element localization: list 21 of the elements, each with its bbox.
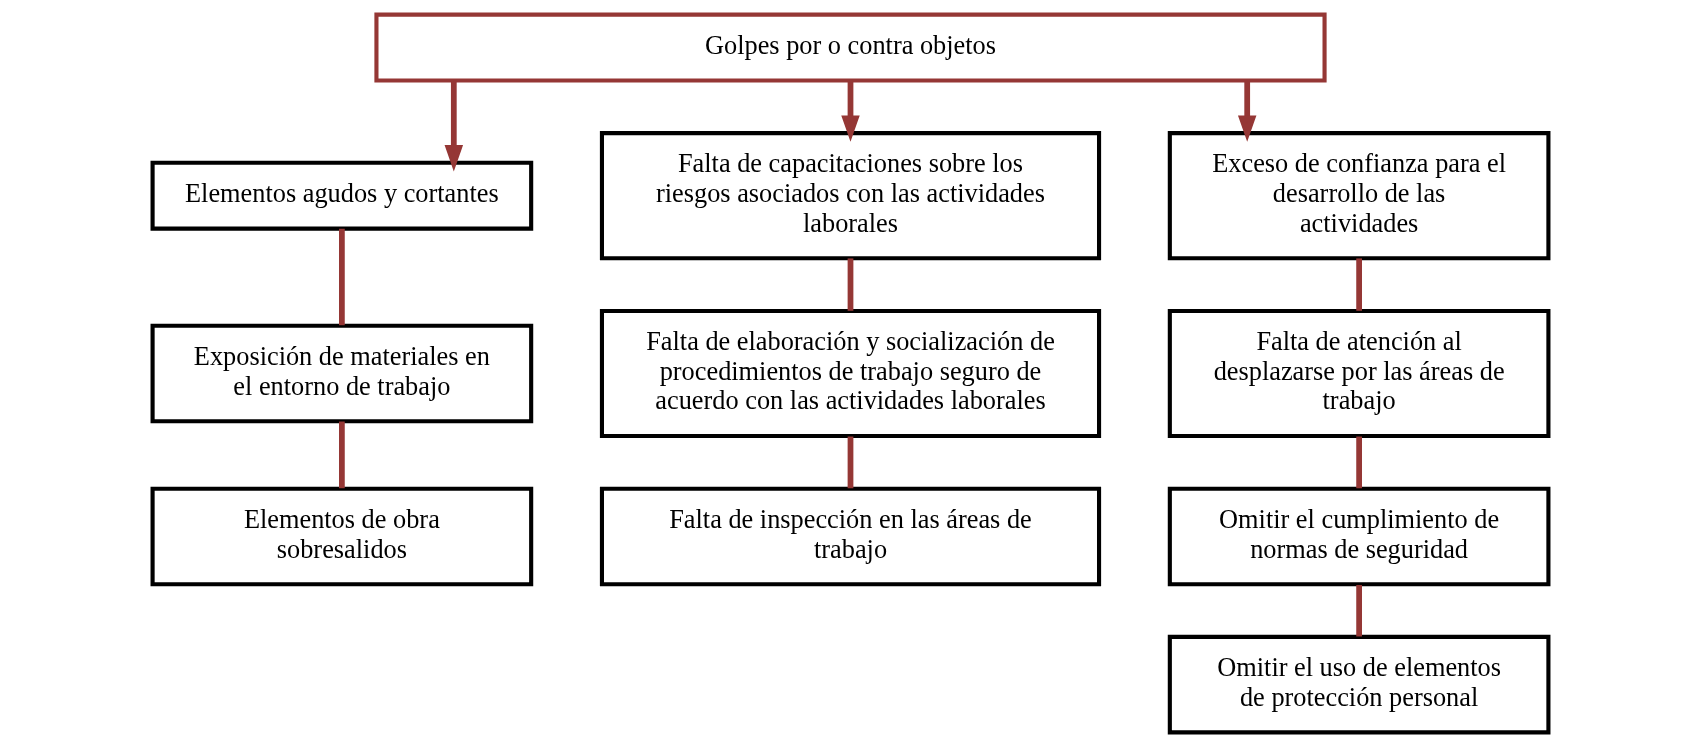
arrow — [1237, 81, 1256, 142]
node-box: Falta de inspección en las áreas de trabajo — [599, 486, 1101, 587]
arrow — [444, 81, 463, 172]
node-box: Omitir el cumplimiento de normas de seguridad — [1167, 486, 1550, 587]
node-box: Falta de elaboración y socialización de procedimientos de trabajo seguro de acuerdo con las actividades laborales — [599, 308, 1101, 439]
node-box: Elementos de obra sobresalidos — [150, 486, 533, 587]
connector — [338, 421, 345, 489]
node-box: Falta de atención al desplazarse por las áreas de trabajo — [1167, 308, 1550, 439]
node-box: Omitir el uso de elementos de protección personal — [1167, 634, 1550, 735]
connector — [1355, 258, 1362, 311]
node-box: Falta de capacitaciones sobre los riesgos asociados con las actividades laborales — [599, 131, 1101, 261]
connector — [1355, 584, 1362, 637]
node-box: Exceso de confianza para el desarrollo de las actividades — [1167, 131, 1550, 261]
node-box: Golpes por o contra objetos — [373, 12, 1327, 83]
connector — [1355, 436, 1362, 489]
node-box: Exposición de materiales en el entorno de trabajo — [150, 323, 533, 424]
connector — [847, 258, 853, 311]
connector — [338, 228, 345, 326]
node-box: Elementos agudos y cortantes — [150, 160, 533, 231]
arrow — [840, 81, 860, 142]
connector — [847, 436, 853, 489]
